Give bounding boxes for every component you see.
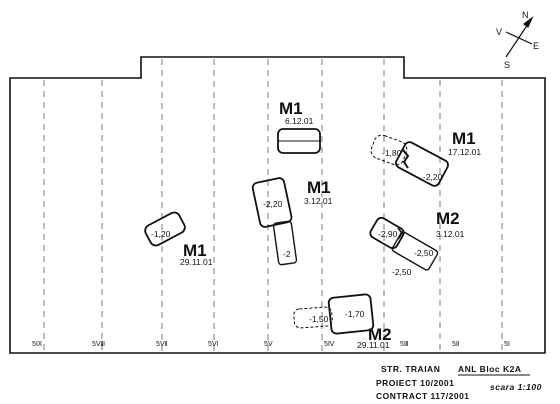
grid-lines <box>43 59 503 351</box>
compass-s: S <box>504 60 510 70</box>
grid-label: 5Ⅱ <box>452 341 459 348</box>
burial-date: 3.12.01 <box>304 196 333 206</box>
depth-label: -1,50 <box>309 314 329 324</box>
grid-label: 5Ⅴ <box>264 341 273 348</box>
depth-label: -2,50 <box>414 248 434 258</box>
depth-label: -2,50 <box>392 267 412 277</box>
depth-label: -2 <box>283 249 291 259</box>
compass-v: V <box>496 27 502 37</box>
grid-label: 5Ⅶ <box>156 341 168 348</box>
grid-label: 5Ⅸ <box>32 341 43 348</box>
compass-e: E <box>533 41 539 51</box>
grid-label-row: 5Ⅸ 5Ⅷ 5Ⅶ 5Ⅵ 5Ⅴ 5Ⅳ 5Ⅲ 5Ⅱ 5Ⅰ <box>32 341 510 348</box>
scale-label: scara 1:100 <box>490 382 542 392</box>
burial-label: M2 <box>368 325 392 344</box>
compass-n: N <box>522 10 529 20</box>
depth-label: -2,20 <box>263 199 283 209</box>
site-name: ANL Bloc K2A <box>458 364 521 374</box>
burial-date: 29.11.01 <box>357 340 390 350</box>
depth-label: -1,20 <box>151 229 171 239</box>
north-arrow-icon <box>505 16 534 58</box>
grid-label: 5Ⅵ <box>208 341 218 348</box>
grid-label: 5Ⅷ <box>92 341 105 348</box>
burial-label: M2 <box>436 209 460 228</box>
depth-label: -2,90 <box>378 229 398 239</box>
burial-label: M1 <box>452 129 476 148</box>
grid-label: 5Ⅲ <box>400 341 409 348</box>
burial-date: 29.11.01 <box>180 257 213 267</box>
grave-outline <box>144 211 186 247</box>
burial-label: M1 <box>307 178 331 197</box>
site-boundary <box>9 56 546 354</box>
grid-label: 5Ⅳ <box>324 341 335 348</box>
burial-label: M1 <box>279 99 303 118</box>
burial-date: 3.12.01 <box>436 229 465 239</box>
title-block: STR. TRAIAN ANL Bloc K2A PROIECT 10/2001… <box>376 364 542 401</box>
grave-outline <box>251 177 298 266</box>
grave-outline <box>293 293 375 335</box>
grave-outline <box>369 216 439 271</box>
burial-label: M1 <box>183 241 207 260</box>
depth-label: -1,80 <box>382 148 402 158</box>
depth-label: -1,70 <box>345 309 365 319</box>
project-number: PROIECT 10/2001 <box>376 378 454 388</box>
grave-outline <box>370 134 449 187</box>
grave-outline <box>277 128 321 154</box>
burial-date: 17.12.01 <box>448 147 481 157</box>
street-name: STR. TRAIAN <box>381 364 440 374</box>
depth-label: -2,20 <box>423 172 443 182</box>
grid-label: 5Ⅰ <box>504 341 510 348</box>
burial-date: 6.12.01 <box>285 116 314 126</box>
contract-number: CONTRACT 117/2001 <box>376 391 470 401</box>
